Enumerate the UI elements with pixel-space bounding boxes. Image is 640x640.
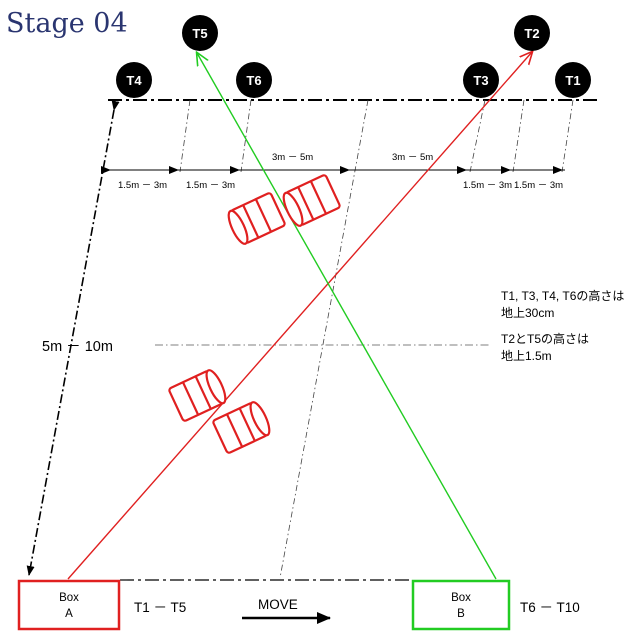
barrel-icon (227, 192, 286, 245)
dim-label-t6-center: 3m － 5m (272, 152, 313, 163)
target-t2: T2 (514, 15, 550, 51)
dim-label-t4-t5: 1.5m － 3m (118, 180, 167, 191)
target-t1: T1 (555, 62, 591, 98)
note-low-height-line1: T1, T3, T4, T6の高さは (501, 288, 624, 303)
barrel-icon (282, 174, 341, 227)
target-t5-label: T5 (192, 26, 207, 41)
distance-label: 5m － 10m (42, 339, 113, 355)
target-t4: T4 (116, 62, 152, 98)
box-b: Box B (411, 579, 511, 631)
target-t3: T3 (463, 62, 499, 98)
distance-dimension-line (26, 100, 120, 576)
target-drop-lines (179, 99, 574, 579)
barrel-icon (168, 369, 227, 422)
dim-label-t2-t1: 1.5m － 3m (514, 180, 563, 191)
target-t1-label: T1 (565, 73, 580, 88)
box-a-label-line1: Box (59, 592, 79, 604)
page-title: Stage 04 (6, 8, 128, 39)
dim-label-center-t3: 3m － 5m (392, 152, 433, 163)
box-b-label-line1: Box (451, 592, 471, 604)
red-path-arrow (67, 52, 532, 580)
box-b-range: T6 － T10 (520, 600, 580, 615)
box-b-label-line2: B (457, 608, 465, 620)
box-a: Box A (17, 579, 121, 631)
barrel-group (168, 174, 341, 454)
target-t4-label: T4 (126, 73, 142, 88)
target-t2-label: T2 (524, 26, 539, 41)
dim-label-t3-t2: 1.5m － 3m (463, 180, 512, 191)
dim-label-t5-t6: 1.5m － 3m (186, 180, 235, 191)
note-low-height-line2: 地上30cm (501, 306, 554, 320)
target-t3-label: T3 (473, 73, 488, 88)
target-t5: T5 (182, 15, 218, 51)
barrel-icon (212, 401, 271, 454)
center-line (279, 99, 369, 579)
target-t6: T6 (236, 62, 272, 98)
box-a-label-line2: A (65, 608, 73, 620)
note-high-height-line1: T2とT5の高さは (501, 331, 589, 346)
note-high-height-line2: 地上1.5m (501, 349, 552, 363)
green-path-arrow (197, 53, 497, 580)
target-t6-label: T6 (246, 73, 261, 88)
box-a-range: T1 － T5 (134, 600, 186, 615)
move-label: MOVE (258, 597, 298, 612)
